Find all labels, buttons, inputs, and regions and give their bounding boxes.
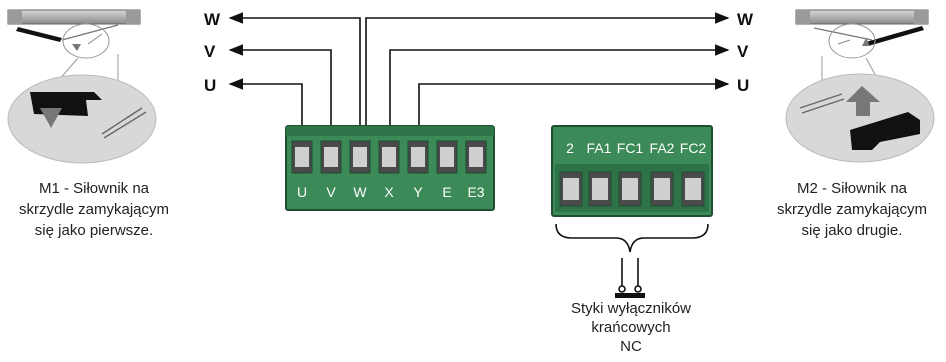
- curly-brace: [555, 223, 709, 253]
- limit-switch-caption-line-1: Styki wyłączników: [570, 300, 692, 317]
- motor-left-caption-line-2: skrzydle zamykającym: [18, 201, 170, 218]
- terminal-label-v: V: [326, 184, 336, 200]
- wire-v-left: [228, 44, 332, 148]
- motor-left-illustration: [7, 9, 157, 164]
- terminal-label-2: 2: [566, 140, 574, 156]
- wire-label-right-w: W: [737, 10, 754, 29]
- limit-switch-contact: [555, 223, 709, 298]
- terminal-label-u: U: [297, 184, 307, 200]
- terminal-label-e3: E3: [467, 184, 484, 200]
- wire-label-left-w: W: [204, 10, 221, 29]
- wire-w-right: [365, 12, 730, 148]
- wire-v-right: [389, 44, 730, 148]
- wire-label-left-v: V: [204, 42, 216, 61]
- terminal-screws-block-2: [559, 171, 705, 207]
- motor-left-caption: M1 - Siłownik na skrzydle zamykającym si…: [10, 178, 178, 241]
- terminal-block-limit-switches: 2 FA1 FC1 FA2 FC2: [551, 125, 713, 217]
- limit-switch-caption-line-2: krańcowych: [591, 319, 671, 336]
- limit-switch-caption: Styki wyłączników krańcowych NC: [556, 299, 706, 356]
- motor-left-caption-line-1: M1 - Siłownik na: [38, 180, 150, 197]
- motor-right-illustration: [785, 9, 935, 163]
- motor-left-caption-line-3: się jako pierwsze.: [34, 222, 154, 239]
- terminal-block-motor: U V W X Y E E3: [285, 125, 495, 211]
- terminal-label-y: Y: [413, 184, 423, 200]
- motor-right-caption-line-2: skrzydle zamykającym: [776, 201, 928, 218]
- terminal-label-x: X: [384, 184, 394, 200]
- terminal-label-fa1: FA1: [587, 140, 612, 156]
- terminal-label-e: E: [442, 184, 451, 200]
- motor-right-caption: M2 - Siłownik na skrzydle zamykającym si…: [768, 178, 936, 241]
- wire-label-right-v: V: [737, 42, 749, 61]
- motor-right-caption-line-1: M2 - Siłownik na: [796, 180, 908, 197]
- wire-label-right-u: U: [737, 76, 749, 95]
- terminal-screws-block-1: [291, 140, 487, 174]
- limit-switch-caption-line-3: NC: [620, 338, 642, 355]
- motor-right-caption-line-3: się jako drugie.: [801, 222, 903, 239]
- terminal-label-w: W: [353, 184, 367, 200]
- terminal-label-fc1: FC1: [617, 140, 644, 156]
- wire-w-left: [228, 12, 361, 148]
- terminal-label-fc2: FC2: [680, 140, 707, 156]
- terminal-label-fa2: FA2: [650, 140, 675, 156]
- wire-label-left-u: U: [204, 76, 216, 95]
